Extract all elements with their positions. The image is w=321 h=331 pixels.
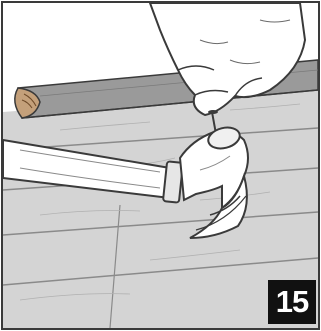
step-number-badge: 15 <box>268 280 316 324</box>
